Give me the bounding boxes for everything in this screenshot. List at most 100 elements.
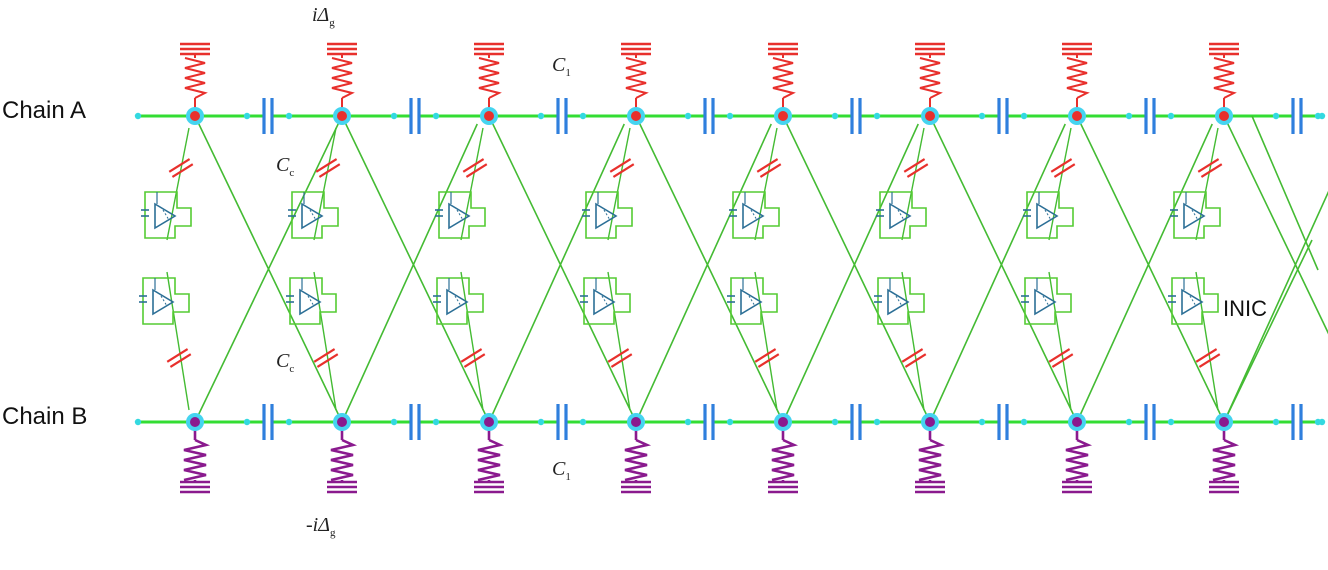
inic-resistor-dash	[897, 209, 905, 221]
branch-wire	[754, 271, 778, 411]
junction-dot	[726, 112, 734, 120]
cross-wire-up	[635, 123, 772, 423]
op-amp-icon	[595, 202, 618, 230]
resistor-a-icon	[478, 57, 502, 99]
junction-dot	[579, 112, 587, 120]
coupling-cap-plate	[1053, 163, 1076, 178]
junction-dot	[873, 418, 881, 426]
op-amp-icon	[593, 288, 616, 316]
junction-dot	[684, 112, 692, 120]
chain-b-label: Chain B	[2, 403, 88, 430]
junction-dot	[1167, 112, 1175, 120]
op-amp-icon	[446, 288, 469, 316]
gain-bottom-subscript: g	[329, 527, 336, 539]
inic-feedback-loop	[1026, 191, 1074, 239]
op-amp-icon	[152, 288, 175, 316]
resistor-b-icon	[330, 438, 358, 482]
op-amp-icon	[301, 202, 324, 230]
coupling-cap-plate	[315, 158, 338, 173]
inic-resistor-dash	[160, 295, 168, 307]
series-cap-gap	[999, 113, 1007, 119]
resistor-a-icon	[331, 57, 355, 99]
cc-bottom-label: Cc	[276, 350, 294, 375]
coupling-cap-plate	[462, 158, 485, 173]
inic-feedback-loop	[1024, 277, 1072, 325]
branch-wire	[607, 271, 631, 411]
inic-element	[729, 191, 780, 239]
junction-dot	[726, 418, 734, 426]
series-cap-gap	[264, 419, 272, 425]
c1-top-label: C1	[552, 54, 571, 79]
cross-wire-up	[488, 123, 625, 423]
resistor-a-icon	[1213, 57, 1237, 99]
inic-element	[874, 277, 925, 325]
resistor-a-icon	[625, 57, 649, 99]
node-a	[484, 111, 494, 121]
cross-wire-down	[1223, 115, 1328, 335]
coupling-cap-plate	[168, 158, 191, 173]
coupling-capacitor	[1050, 158, 1076, 178]
wire-layer	[138, 114, 1328, 424]
coupling-cap-plate	[1197, 158, 1220, 173]
c1-bottom-subscript: 1	[565, 471, 571, 483]
op-amp-icon	[1034, 288, 1057, 316]
node-a	[1072, 111, 1082, 121]
junction-dot	[873, 112, 881, 120]
junction-dot	[243, 112, 251, 120]
junction-dot	[1167, 418, 1175, 426]
junction-dot	[579, 418, 587, 426]
cross-wire-down	[1076, 115, 1225, 423]
gain-bottom-symbol: -iΔ	[306, 514, 330, 536]
coupling-cap-plate	[610, 353, 633, 368]
terminal-dot	[134, 418, 142, 426]
junction-dot	[537, 112, 545, 120]
series-cap-gap	[1293, 113, 1301, 119]
cross-wire-edge	[1223, 239, 1313, 423]
junction-dot	[285, 112, 293, 120]
gain-top-symbol: iΔ	[312, 4, 330, 26]
inic-feedback-loop	[436, 277, 484, 325]
branch-wire	[313, 127, 337, 241]
branch-wire	[460, 127, 484, 241]
series-cap-gap	[1293, 419, 1301, 425]
cc-top-symbol: C	[276, 154, 290, 176]
resistor-a-icon	[772, 57, 796, 99]
resistor-b-icon	[1212, 438, 1240, 482]
gain-top-label: iΔg	[312, 4, 335, 29]
op-amp-icon	[1181, 288, 1204, 316]
op-amp-icon	[299, 288, 322, 316]
inic-label: INIC	[1223, 296, 1267, 321]
inic-element	[1168, 277, 1219, 325]
coupling-cap-plate	[1198, 353, 1221, 368]
coupling-cap-plate	[1050, 158, 1073, 173]
cross-wire-up	[194, 115, 343, 423]
node-b	[484, 417, 494, 427]
branch-wire	[754, 127, 778, 241]
junction-dot	[285, 418, 293, 426]
op-amp-icon	[740, 288, 763, 316]
junction-dot	[537, 418, 545, 426]
coupling-capacitor	[313, 348, 339, 368]
coupling-cap-plate	[465, 163, 488, 178]
inic-feedback-loop	[142, 277, 190, 325]
coupling-cap-plate	[757, 353, 780, 368]
op-amp-icon	[742, 202, 765, 230]
inic-element	[1021, 277, 1072, 325]
inic-resistor-dash	[603, 209, 611, 221]
coupling-cap-plate	[612, 163, 635, 178]
coupling-capacitor	[1197, 158, 1223, 178]
coupling-cap-plate	[460, 348, 483, 363]
coupling-cap-plate	[607, 348, 630, 363]
inic-resistor-dash	[750, 209, 758, 221]
coupling-capacitor	[315, 158, 341, 178]
cc-top-subscript: c	[289, 167, 295, 179]
coupling-capacitor	[903, 158, 929, 178]
coupling-cap-plate	[166, 348, 189, 363]
series-cap-gap	[1146, 113, 1154, 119]
node-b	[925, 417, 935, 427]
coupling-cap-plate	[316, 353, 339, 368]
cross-wire-down	[635, 115, 784, 423]
inic-resistor-dash	[601, 295, 609, 307]
resistor-a-icon	[184, 57, 208, 99]
resistor-b-icon	[477, 438, 505, 482]
